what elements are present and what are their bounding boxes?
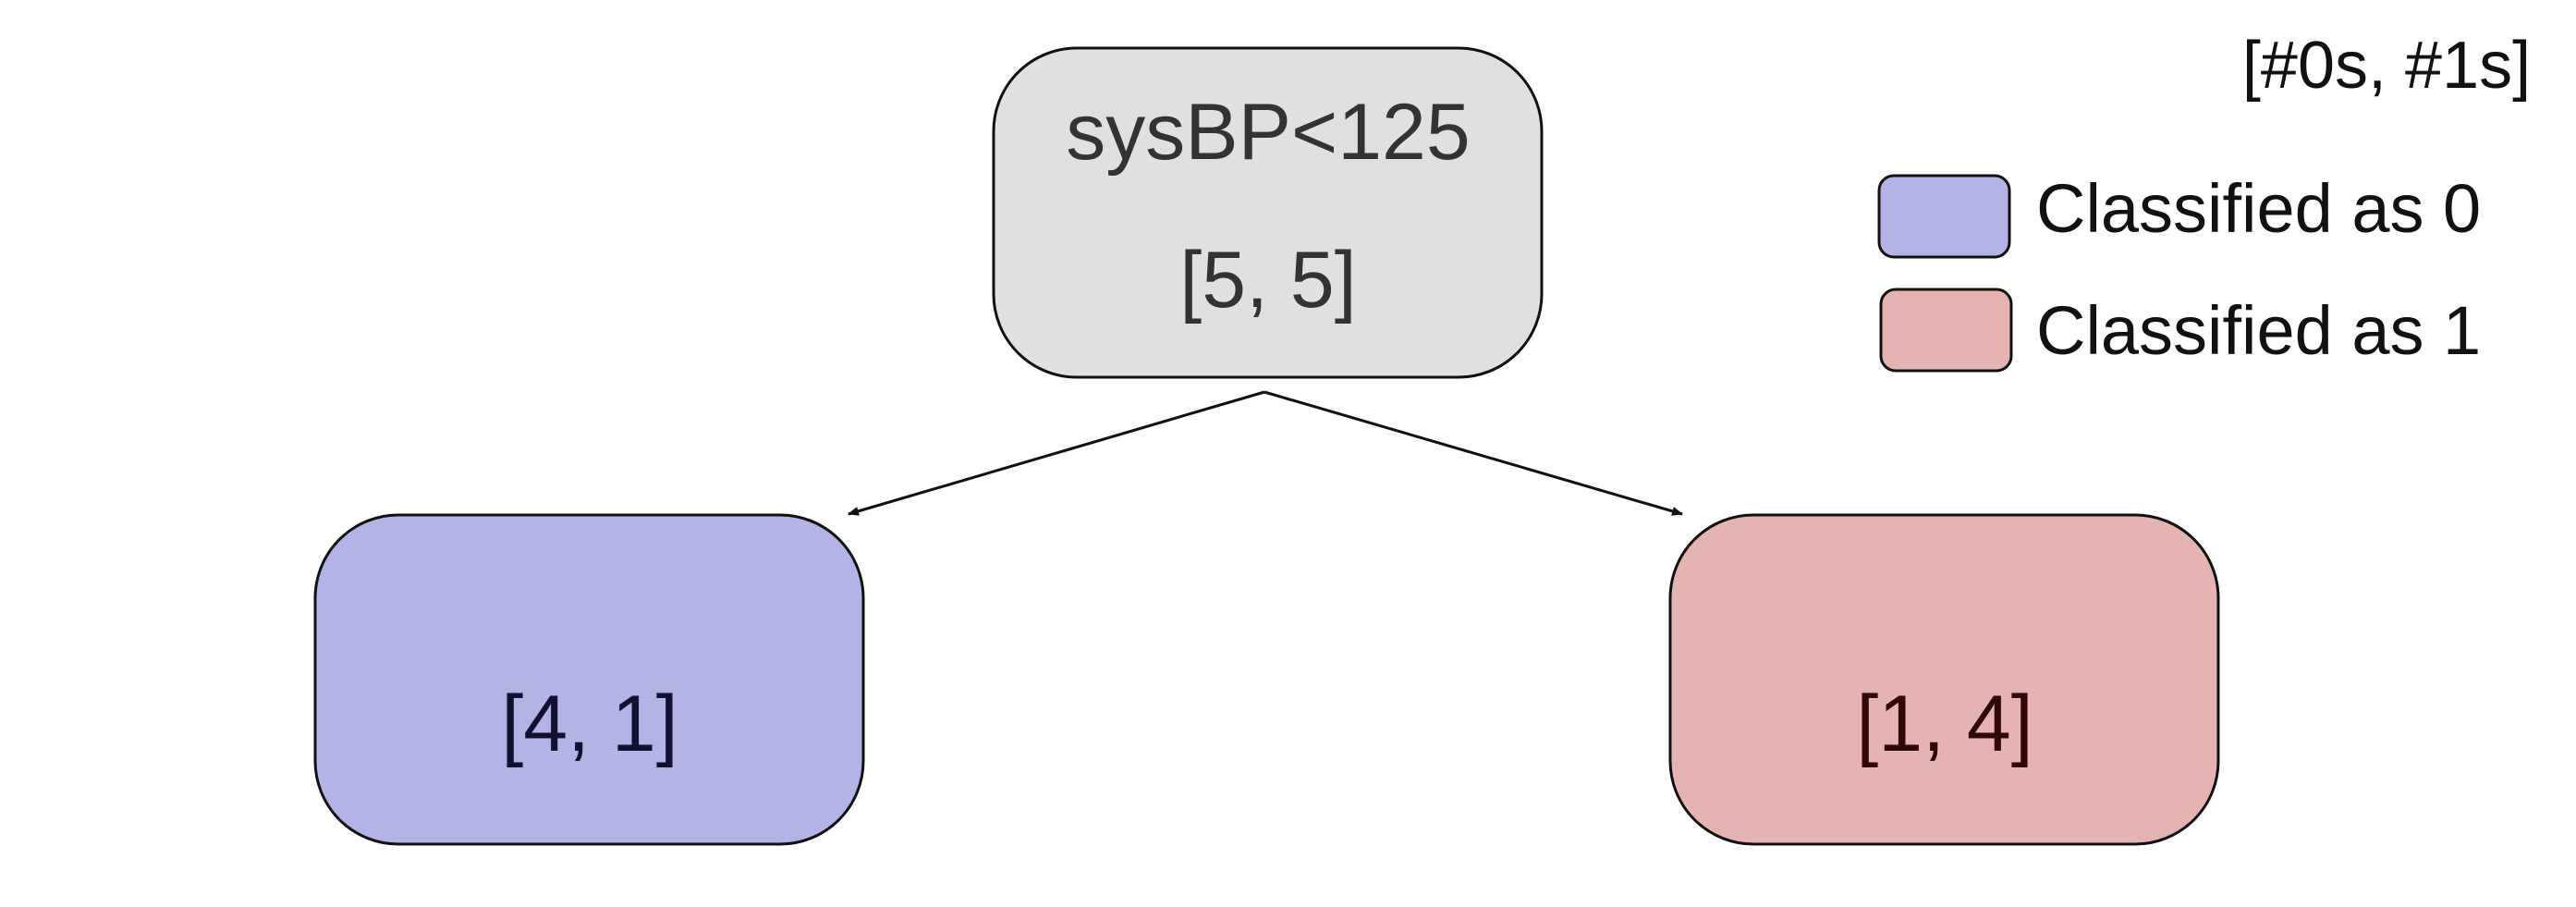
edge-root-to-left: [848, 390, 1265, 516]
legend-header: [#0s, #1s]: [2242, 29, 2531, 103]
legend-swatch-class-1: [1879, 288, 2013, 373]
legend-label-class-0: Classified as 0: [2036, 170, 2481, 247]
right-leaf-node: [1, 4]: [1668, 513, 2220, 846]
root-node-condition: sysBP<125: [1066, 88, 1470, 177]
root-node: sysBP<125 [5, 5]: [992, 46, 1544, 379]
right-leaf-box: [1668, 513, 2220, 846]
edge-root-to-right: [1264, 390, 1683, 516]
legend: [#0s, #1s] Classified as 0 Classified as…: [1877, 29, 2531, 373]
left-leaf-box: [313, 513, 865, 846]
left-leaf-counts: [4, 1]: [501, 680, 678, 768]
legend-label-class-1: Classified as 1: [2036, 292, 2481, 369]
root-node-box: [992, 46, 1544, 379]
left-leaf-node: [4, 1]: [313, 513, 865, 846]
root-node-counts: [5, 5]: [1179, 236, 1356, 325]
right-leaf-counts: [1, 4]: [1856, 680, 2033, 768]
legend-swatch-class-0: [1877, 174, 2011, 259]
